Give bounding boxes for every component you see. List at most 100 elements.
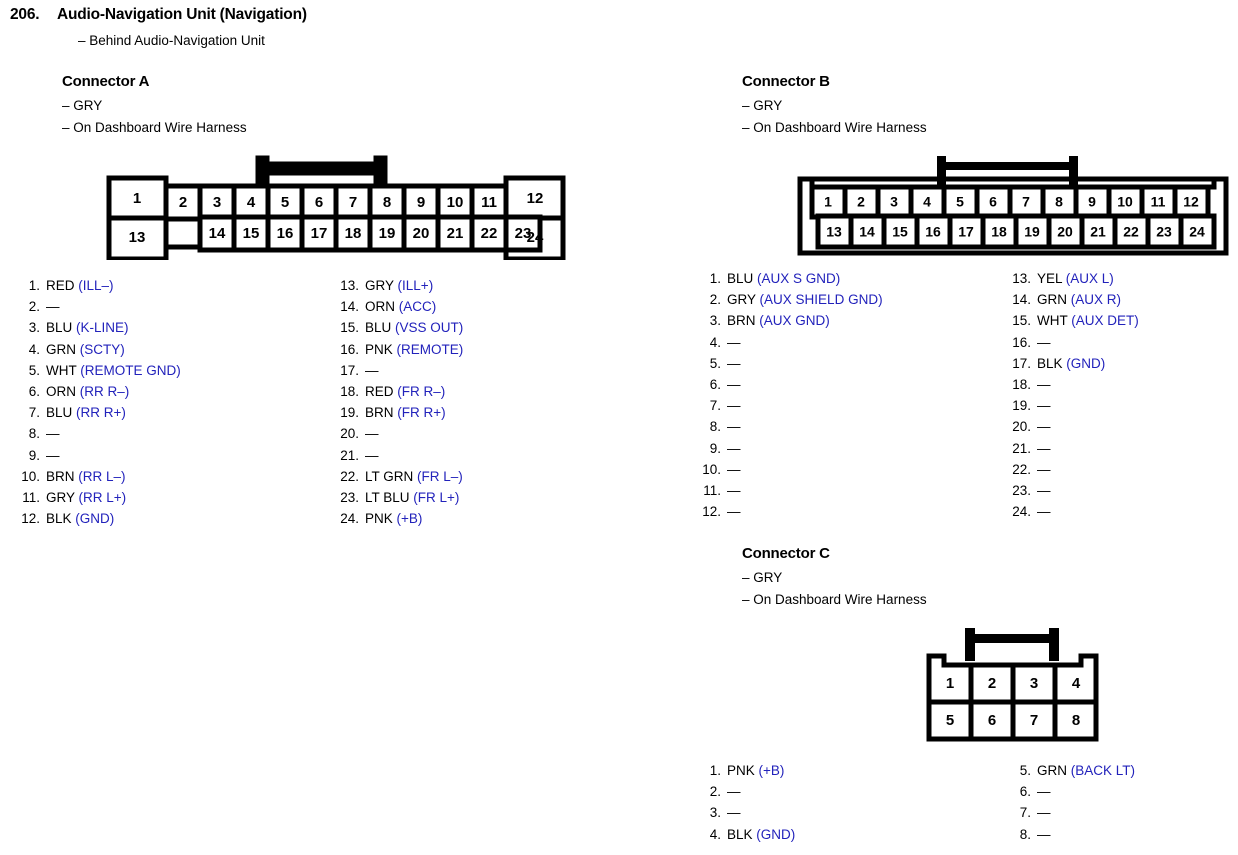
connector-a-diagram: 1 2 3 4 5 6 7 8 9 10 11 12 13 14 15 16 1… xyxy=(106,152,566,260)
pin-signal-name: (GND) xyxy=(1066,355,1106,371)
pin-row: 14.GRN (AUX R) xyxy=(1005,289,1139,310)
pin-wire-color: PNK xyxy=(365,511,393,527)
pin-number: 24. xyxy=(1012,504,1031,520)
pin-row: 18.RED (FR R–) xyxy=(333,381,463,402)
svg-text:7: 7 xyxy=(1030,712,1038,729)
pin-number: 1. xyxy=(28,278,40,293)
pin-wire-color: PNK xyxy=(727,763,755,778)
pin-empty-marker: — xyxy=(365,426,379,442)
pin-row: 5.GRN (BACK LT) xyxy=(1005,760,1135,781)
pin-number: 9. xyxy=(28,447,40,463)
pin-row: 20.— xyxy=(1005,416,1139,437)
pin-row: 14.ORN (ACC) xyxy=(333,296,463,317)
pin-empty-marker: — xyxy=(1037,805,1051,821)
pin-number: 8. xyxy=(709,419,721,435)
pin-number: 3. xyxy=(709,313,721,329)
pin-wire-color: BRN xyxy=(727,313,756,329)
svg-text:17: 17 xyxy=(958,224,974,240)
svg-text:9: 9 xyxy=(417,194,425,211)
pin-wire-color: LT GRN xyxy=(365,468,414,484)
pin-number: 4. xyxy=(28,341,40,357)
pin-signal-name: (ILL–) xyxy=(78,278,114,293)
pin-signal-name: (+B) xyxy=(758,763,785,778)
pin-row: 16.— xyxy=(1005,332,1139,353)
pin-row: 8.— xyxy=(695,416,883,437)
svg-text:5: 5 xyxy=(281,194,289,211)
pin-signal-name: (GND) xyxy=(756,826,796,842)
svg-text:21: 21 xyxy=(447,225,464,242)
pin-row: 9.— xyxy=(695,438,883,459)
pin-number: 5. xyxy=(28,362,40,378)
pin-row: 19.BRN (FR R+) xyxy=(333,402,463,423)
svg-text:1: 1 xyxy=(824,194,832,210)
pin-wire-color: LT BLU xyxy=(365,489,410,505)
pin-number: 5. xyxy=(709,355,721,371)
pin-number: 6. xyxy=(1019,784,1031,800)
pin-wire-color: ORN xyxy=(365,299,395,315)
svg-text:20: 20 xyxy=(1057,224,1073,240)
svg-text:7: 7 xyxy=(349,194,357,211)
svg-text:24: 24 xyxy=(1189,224,1205,240)
svg-text:10: 10 xyxy=(1117,194,1133,210)
pin-row: 8.— xyxy=(14,423,181,444)
pin-number: 1. xyxy=(709,763,721,778)
pin-row: 7.BLU (RR R+) xyxy=(14,402,181,423)
pin-number: 19. xyxy=(1012,398,1031,414)
pin-wire-color: BLU xyxy=(727,271,754,286)
connector-b-title: Connector B xyxy=(742,73,830,90)
pin-row: 12.BLK (GND) xyxy=(14,508,181,529)
pin-wire-color: GRY xyxy=(727,292,756,308)
svg-text:4: 4 xyxy=(247,194,256,211)
pin-empty-marker: — xyxy=(1037,376,1051,392)
svg-text:5: 5 xyxy=(946,712,954,729)
pin-row: 2.— xyxy=(695,781,795,802)
pin-row: 21.— xyxy=(333,445,463,466)
pin-empty-marker: — xyxy=(727,334,741,350)
svg-text:23: 23 xyxy=(515,225,532,242)
pin-number: 3. xyxy=(28,320,40,336)
pin-number: 13. xyxy=(1012,271,1031,286)
pin-wire-color: WHT xyxy=(1037,313,1068,329)
pin-empty-marker: — xyxy=(727,805,741,821)
pin-number: 20. xyxy=(340,426,359,442)
connector-a-pinlist-right: 13.GRY (ILL+)14.ORN (ACC)15.BLU (VSS OUT… xyxy=(333,275,463,529)
connector-a-color: – GRY xyxy=(62,98,103,113)
svg-text:4: 4 xyxy=(1072,675,1081,692)
pin-signal-name: (AUX R) xyxy=(1070,292,1122,308)
pin-wire-color: RED xyxy=(46,278,75,293)
pin-row: 3.BLU (K-LINE) xyxy=(14,317,181,338)
pin-number: 18. xyxy=(1012,376,1031,392)
svg-text:6: 6 xyxy=(989,194,997,210)
svg-text:15: 15 xyxy=(243,225,260,242)
svg-text:21: 21 xyxy=(1090,224,1106,240)
pin-signal-name: (FR L–) xyxy=(417,468,463,484)
pin-number: 6. xyxy=(28,383,40,399)
pin-number: 13. xyxy=(340,278,359,293)
pin-wire-color: WHT xyxy=(46,362,77,378)
pin-number: 12. xyxy=(702,504,721,520)
pin-wire-color: YEL xyxy=(1037,271,1063,286)
pin-number: 21. xyxy=(1012,440,1031,456)
pin-wire-color: GRN xyxy=(1037,292,1067,308)
connector-c-harness: – On Dashboard Wire Harness xyxy=(742,592,927,607)
pin-number: 6. xyxy=(709,376,721,392)
svg-text:14: 14 xyxy=(209,225,226,242)
pin-empty-marker: — xyxy=(365,362,379,378)
pin-wire-color: BLU xyxy=(46,320,73,336)
pin-empty-marker: — xyxy=(1037,419,1051,435)
pin-row: 17. — xyxy=(333,360,463,381)
pin-number: 8. xyxy=(28,426,40,442)
pin-number: 2. xyxy=(709,292,721,308)
pin-number: 7. xyxy=(1019,805,1031,821)
pin-wire-color: GRY xyxy=(365,278,394,293)
svg-text:1: 1 xyxy=(946,675,954,692)
pin-signal-name: (SCTY) xyxy=(79,341,125,357)
pin-empty-marker: — xyxy=(1037,461,1051,477)
pin-empty-marker: — xyxy=(727,440,741,456)
pin-number: 16. xyxy=(340,341,359,357)
pin-number: 16. xyxy=(1012,334,1031,350)
svg-text:7: 7 xyxy=(1022,194,1030,210)
pin-row: 12.— xyxy=(695,501,883,522)
pin-row: 13.YEL (AUX L) xyxy=(1005,268,1139,289)
pin-number: 17. xyxy=(340,362,359,378)
